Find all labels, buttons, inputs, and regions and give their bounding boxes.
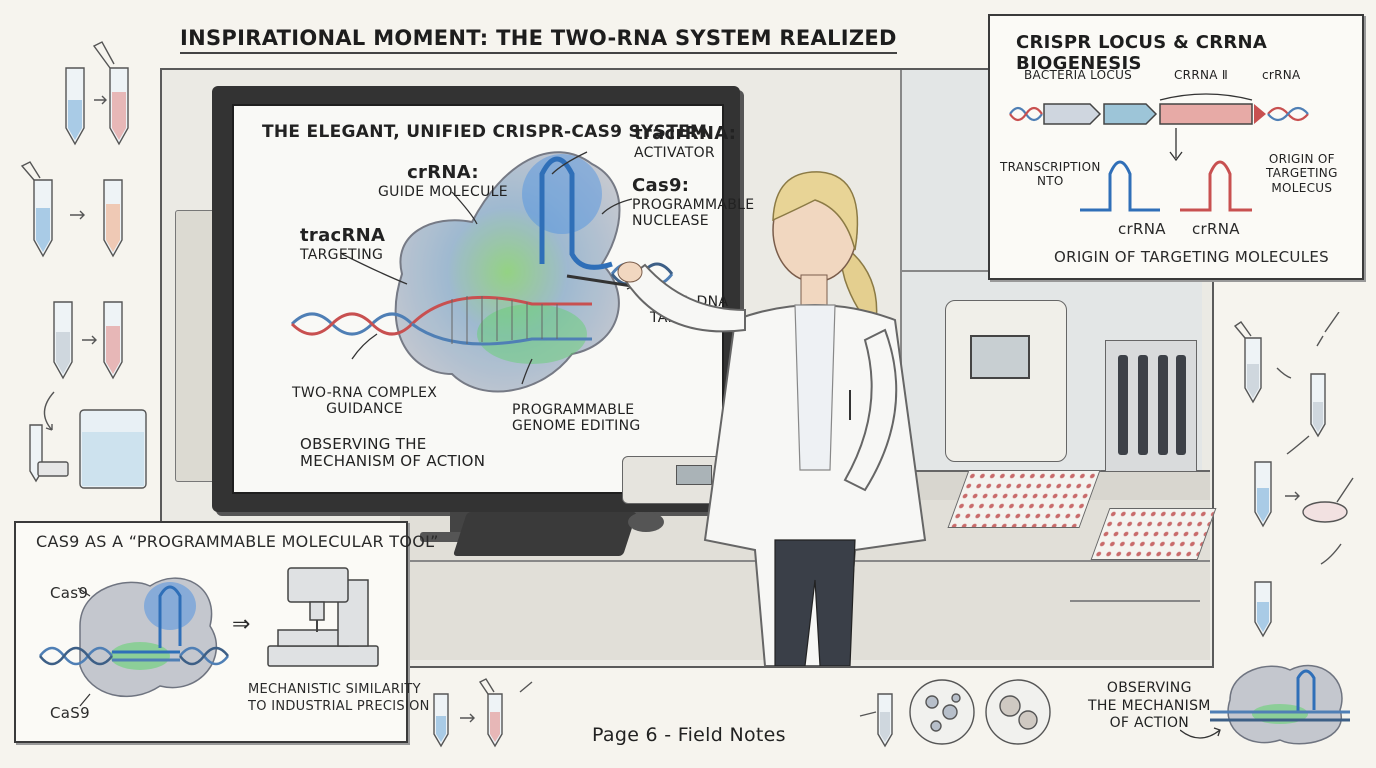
well-plate: [1090, 508, 1217, 560]
bacteria-locus-label: BACTERIA LOCUS: [1024, 68, 1133, 82]
page-title: INSPIRATIONAL MOMENT: THE TWO-RNA SYSTEM…: [180, 26, 897, 54]
cas9-bottom-label: CaS9: [50, 704, 90, 722]
left-margin-sketches: [20, 41, 147, 489]
well-plate: [947, 470, 1101, 528]
bottom-right-sketches: [859, 679, 1051, 748]
instrument-screen: [970, 335, 1030, 379]
milling-machine-sketch: [267, 567, 379, 667]
crispr-locus-diagram: [1009, 93, 1309, 212]
computer-mouse: [628, 512, 664, 532]
inset-top-footer: ORIGIN OF TARGETING MOLECULES: [1054, 248, 1329, 266]
crrna-hairpin-right: [1180, 160, 1252, 212]
similarity-arrow: ⇒: [232, 612, 251, 637]
scientist-figure: [617, 171, 927, 666]
crrna-right-label: crRNA: [1192, 220, 1240, 238]
crrna-ii-label: crRNA Ⅱ: [1174, 68, 1229, 82]
tracrrna-label: tracrRNA:ACTIVATOR: [634, 123, 737, 161]
lab-instrument: [945, 300, 1067, 462]
pipette: [1158, 355, 1168, 455]
locus-arrow-2: [1103, 103, 1158, 125]
analyzer-display: [676, 465, 712, 485]
dna-helix-left: [290, 312, 414, 336]
inset-bottom-title: CAS9 AS A “PROGRAMMABLE MOLECULAR TOOL”: [36, 532, 439, 551]
screen-title: THE ELEGANT, UNIFIED CRISPR-CAS9 SYSTEM: [262, 122, 708, 142]
pipette: [1118, 355, 1128, 455]
tracrrna-hairpin: [539, 156, 613, 270]
crrna-left-label: crRNA: [1118, 220, 1166, 238]
locus-arrow-1: [1043, 103, 1102, 125]
mini-cas9-sketch: [1180, 664, 1350, 745]
bottom-tube-sketch: [433, 678, 533, 748]
crrna-label: crRNA:GUIDE MOLECULE: [378, 162, 508, 200]
right-margin-sketches: [1233, 312, 1354, 638]
crrna-hairpin-left: [1080, 160, 1160, 212]
pipette: [1138, 355, 1148, 455]
cas9-tool-diagram: [39, 577, 229, 707]
cas9-complex-diagram: [290, 151, 674, 393]
crrna-top-label: crRNA: [1262, 68, 1301, 82]
crrna-array: [1159, 103, 1253, 125]
inset-top-title: CRISPR LOCUS & crRNA BIOGENESIS: [1016, 32, 1268, 74]
page-footer: Page 6 - Field Notes: [592, 724, 786, 746]
pipette: [1176, 355, 1186, 455]
drawer-handle: [1070, 600, 1200, 602]
